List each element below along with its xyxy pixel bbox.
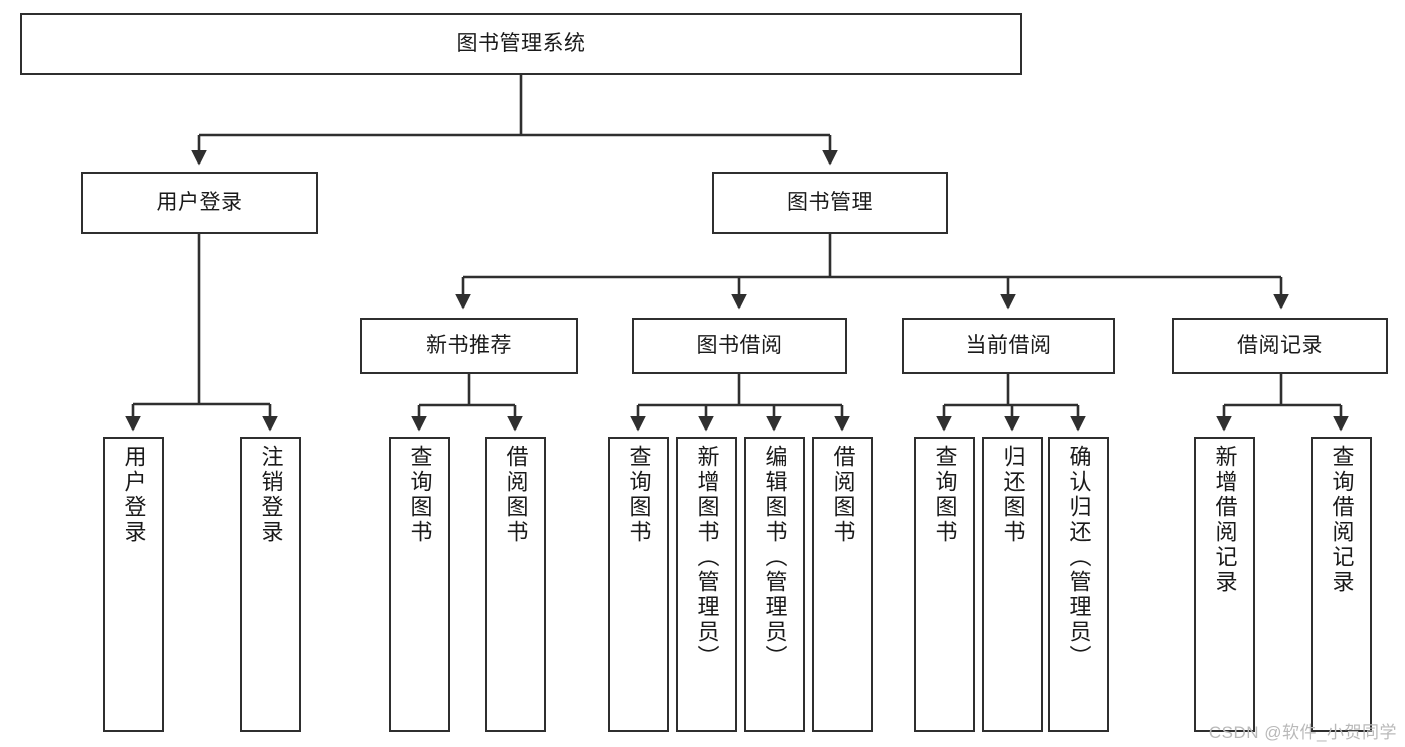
node-leaf-edit-book-label: 编辑图书（管理员） [762, 445, 788, 670]
node-leaf-borrow-book-1-label: 借阅图书 [503, 445, 529, 545]
node-leaf-add-record-label: 新增借阅记录 [1212, 445, 1238, 595]
node-leaf-edit-book[interactable]: 编辑图书（管理员） [744, 437, 805, 732]
node-borrow-record[interactable]: 借阅记录 [1172, 318, 1388, 374]
node-leaf-query-book-2[interactable]: 查询图书 [608, 437, 669, 732]
node-leaf-confirm-return[interactable]: 确认归还（管理员） [1048, 437, 1109, 732]
node-leaf-user-login[interactable]: 用户登录 [103, 437, 164, 732]
node-leaf-query-book-2-label: 查询图书 [626, 445, 652, 545]
node-leaf-query-record-label: 查询借阅记录 [1329, 445, 1355, 595]
node-leaf-add-book-label: 新增图书（管理员） [694, 445, 720, 670]
node-leaf-borrow-book-2[interactable]: 借阅图书 [812, 437, 873, 732]
node-book-mgmt-label: 图书管理 [787, 190, 873, 214]
node-leaf-confirm-return-label: 确认归还（管理员） [1066, 445, 1092, 670]
node-book-borrow-label: 图书借阅 [696, 333, 783, 357]
node-current-borrow-label: 当前借阅 [965, 333, 1052, 357]
node-leaf-return-book-label: 归还图书 [1000, 445, 1026, 545]
node-current-borrow[interactable]: 当前借阅 [902, 318, 1115, 374]
node-root[interactable]: 图书管理系统 [20, 13, 1022, 75]
node-leaf-query-book-1[interactable]: 查询图书 [389, 437, 450, 732]
node-leaf-query-book-1-label: 查询图书 [407, 445, 433, 545]
node-new-book-rec-label: 新书推荐 [426, 333, 512, 357]
node-leaf-borrow-book-1[interactable]: 借阅图书 [485, 437, 546, 732]
node-leaf-return-book[interactable]: 归还图书 [982, 437, 1043, 732]
node-leaf-logout[interactable]: 注销登录 [240, 437, 301, 732]
node-borrow-record-label: 借阅记录 [1237, 333, 1323, 357]
node-leaf-borrow-book-2-label: 借阅图书 [830, 445, 856, 545]
node-root-label: 图书管理系统 [456, 31, 586, 55]
node-user-login[interactable]: 用户登录 [81, 172, 318, 234]
node-new-book-rec[interactable]: 新书推荐 [360, 318, 578, 374]
node-book-mgmt[interactable]: 图书管理 [712, 172, 948, 234]
node-leaf-add-record[interactable]: 新增借阅记录 [1194, 437, 1255, 732]
node-book-borrow[interactable]: 图书借阅 [632, 318, 847, 374]
node-leaf-add-book[interactable]: 新增图书（管理员） [676, 437, 737, 732]
node-leaf-user-login-label: 用户登录 [121, 445, 147, 545]
node-leaf-query-book-3[interactable]: 查询图书 [914, 437, 975, 732]
node-leaf-query-book-3-label: 查询图书 [932, 445, 958, 545]
node-leaf-logout-label: 注销登录 [258, 445, 284, 545]
node-user-login-label: 用户登录 [156, 190, 243, 214]
node-leaf-query-record[interactable]: 查询借阅记录 [1311, 437, 1372, 732]
